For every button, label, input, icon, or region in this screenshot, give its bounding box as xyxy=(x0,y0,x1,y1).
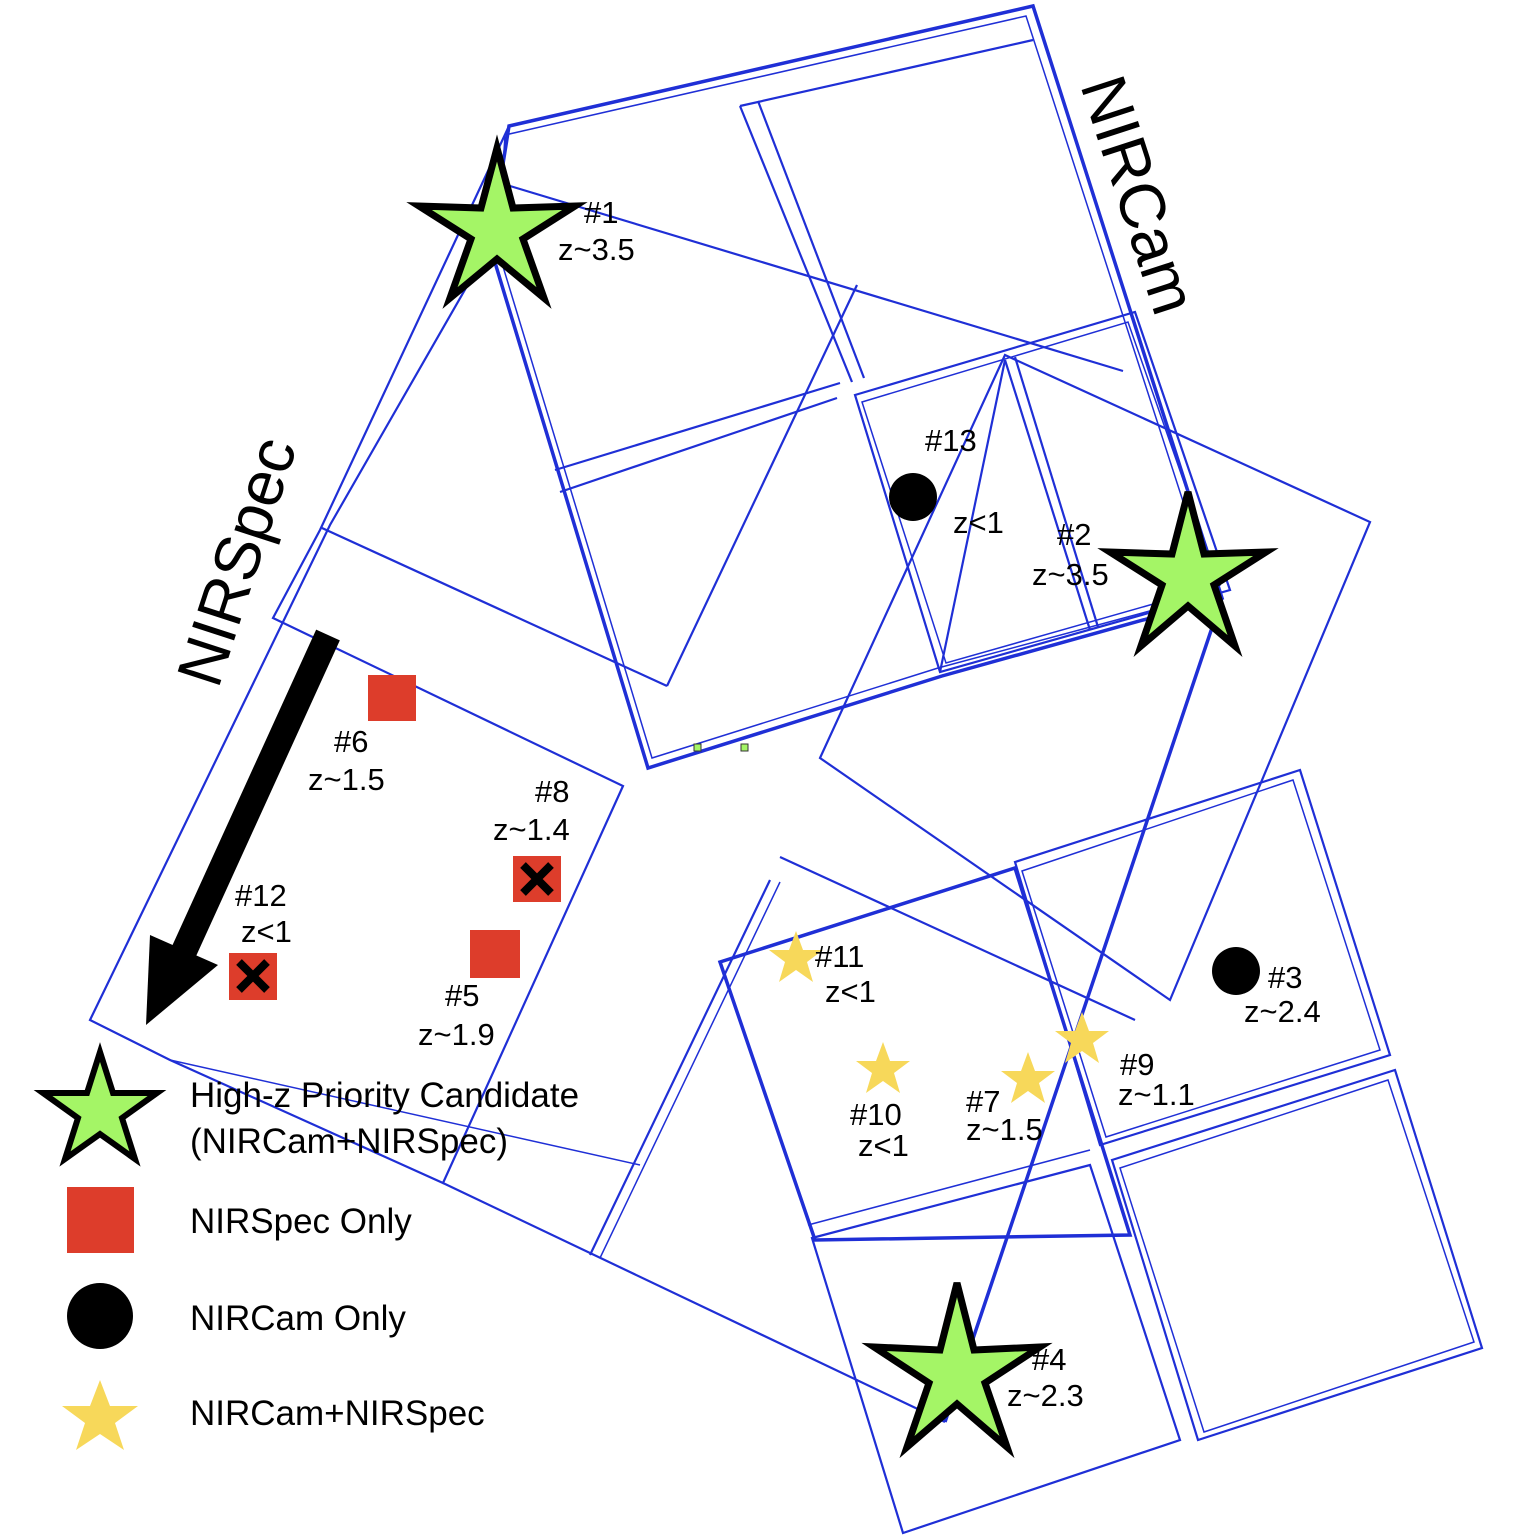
nirspec-label: NIRSpec xyxy=(163,429,311,695)
source-10-z: z<1 xyxy=(858,1128,909,1163)
nircam-pointing-outline xyxy=(818,353,1372,1002)
nirspec-left-rim xyxy=(169,1059,641,1166)
source-12-marker xyxy=(229,953,277,1000)
source-3-z: z~2.4 xyxy=(1244,994,1321,1029)
source-10-id: #10 xyxy=(850,1097,902,1132)
source-2-marker xyxy=(1097,491,1279,657)
high-z-star-icon xyxy=(33,1042,167,1167)
legend-high-z-line1: High-z Priority Candidate xyxy=(190,1076,579,1115)
source-12-id: #12 xyxy=(235,878,287,913)
source-6-marker xyxy=(368,675,416,721)
source-1-id: #1 xyxy=(584,195,618,230)
source-13-marker xyxy=(889,473,937,521)
legend-item-nirspec-only: NIRSpec Only xyxy=(67,1187,412,1253)
source-10-marker xyxy=(856,1042,910,1093)
legend: High-z Priority Candidate (NIRCam+NIRSpe… xyxy=(33,1042,579,1450)
nirspec-divider-7 xyxy=(756,100,866,379)
source-5-marker xyxy=(470,930,520,978)
square-icon xyxy=(67,1187,134,1253)
high-z-star-icon xyxy=(1097,491,1279,657)
nircam-label: NIRCam xyxy=(1067,67,1211,323)
nirspec-divider-5 xyxy=(509,184,1124,373)
nircam-module-b-lower-right-inner xyxy=(1119,1079,1475,1433)
x-icon xyxy=(236,959,270,993)
source-11-z: z<1 xyxy=(825,974,876,1009)
source-12-z: z<1 xyxy=(241,914,292,949)
nirspec-footprint-left xyxy=(88,125,625,1185)
nirspec-long-arm xyxy=(943,597,1224,1423)
source-9-marker xyxy=(1055,1012,1109,1063)
source-4-z: z~2.3 xyxy=(1007,1378,1084,1413)
nirspec-inner-edge-2 xyxy=(599,881,781,1259)
source-8-marker xyxy=(513,856,561,902)
source-7-z: z~1.5 xyxy=(966,1112,1043,1147)
source-4-marker xyxy=(861,1282,1053,1459)
source-6-z: z~1.5 xyxy=(308,762,385,797)
legend-item-nircam-only: NIRCam Only xyxy=(67,1283,406,1349)
source-7-marker xyxy=(1001,1052,1055,1103)
source-4-id: #4 xyxy=(1032,1342,1066,1377)
nirspec-inner-edge xyxy=(589,879,771,1256)
source-5-id: #5 xyxy=(445,978,479,1013)
nircam-pointing-diagonal xyxy=(938,359,1007,673)
nirspec-divider-4 xyxy=(666,284,858,687)
legend-nirspec-only: NIRSpec Only xyxy=(190,1202,412,1241)
nirspec-divider-8 xyxy=(739,38,1034,108)
nirspec-divider-3 xyxy=(554,381,841,472)
source-13-id: #13 xyxy=(925,423,977,458)
source-3-id: #3 xyxy=(1268,960,1302,995)
legend-item-both: NIRCam+NIRSpec xyxy=(62,1380,485,1450)
legend-nircam-only: NIRCam Only xyxy=(190,1299,406,1338)
source-1-marker xyxy=(406,134,588,309)
center-marker-2 xyxy=(740,743,749,752)
nircam-module-b-lower-right xyxy=(1110,1068,1484,1442)
source-5-z: z~1.9 xyxy=(418,1017,495,1052)
nirspec-mid-line xyxy=(779,856,1136,1021)
source-2-id: #2 xyxy=(1057,517,1091,552)
legend-high-z-line2: (NIRCam+NIRSpec) xyxy=(190,1122,508,1161)
star-icon xyxy=(62,1380,138,1450)
source-3-marker xyxy=(1212,947,1260,995)
nircam-module-b-right-inner xyxy=(1021,779,1381,1138)
source-13-z: z<1 xyxy=(953,505,1004,540)
nircam-module-b-lower-left xyxy=(810,1163,1182,1535)
source-9-id: #9 xyxy=(1120,1047,1154,1082)
dispersion-arrowhead xyxy=(146,935,218,1025)
nircam-module-b-upper xyxy=(717,865,1133,1242)
source-11-id: #11 xyxy=(815,939,864,974)
nirspec-lower-edge xyxy=(442,1182,946,1423)
source-9-z: z~1.1 xyxy=(1118,1077,1195,1112)
nircam-module-a xyxy=(853,310,1232,674)
source-1-z: z~3.5 xyxy=(558,232,635,267)
source-7-id: #7 xyxy=(966,1084,1000,1119)
circle-icon xyxy=(67,1283,133,1349)
center-marker-1 xyxy=(693,743,702,752)
source-11-marker xyxy=(769,931,823,982)
high-z-star-icon xyxy=(406,134,588,309)
nircam-b-gap xyxy=(807,1149,1091,1226)
source-6-id: #6 xyxy=(334,724,368,759)
legend-item-high-z: High-z Priority Candidate (NIRCam+NIRSpe… xyxy=(33,1042,579,1167)
high-z-star-icon xyxy=(861,1282,1053,1459)
nircam-a-divider-v xyxy=(1003,359,1092,631)
legend-both: NIRCam+NIRSpec xyxy=(190,1394,485,1433)
source-8-id: #8 xyxy=(535,774,569,809)
nirspec-divider-1 xyxy=(321,526,668,688)
source-2-z: z~3.5 xyxy=(1032,557,1109,592)
source-8-z: z~1.4 xyxy=(493,812,570,847)
nirspec-divider-6 xyxy=(738,105,854,383)
nirspec-divider-2 xyxy=(559,396,838,494)
nircam-a-divider-v2 xyxy=(1013,356,1100,628)
x-icon xyxy=(520,862,554,896)
